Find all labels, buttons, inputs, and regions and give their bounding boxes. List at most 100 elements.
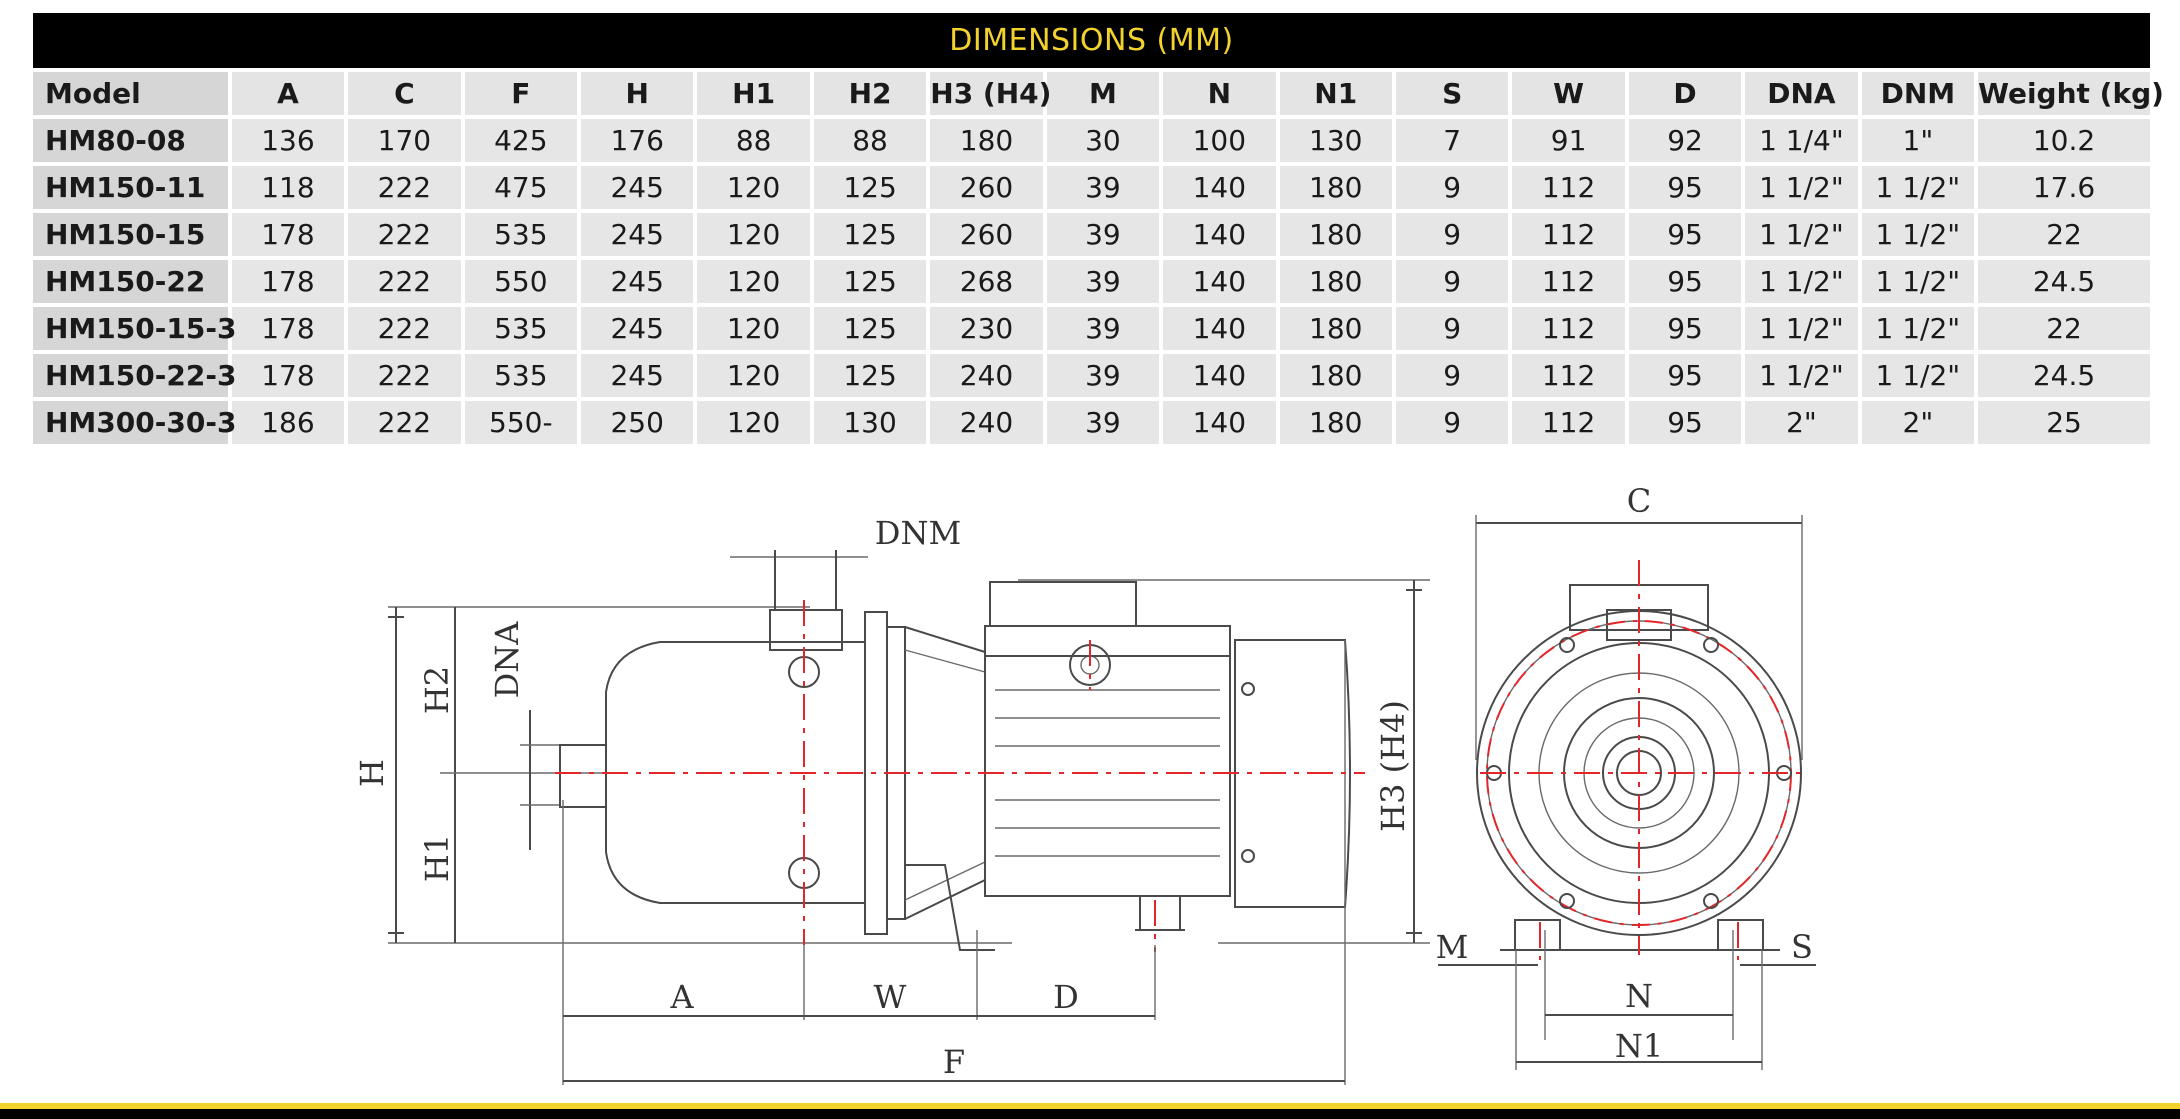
value-cell: 120 bbox=[697, 401, 810, 444]
value-cell: 39 bbox=[1046, 213, 1160, 256]
label-s: S bbox=[1791, 928, 1813, 966]
value-cell: 39 bbox=[1046, 166, 1160, 209]
label-f: F bbox=[943, 1043, 965, 1081]
value-cell: 39 bbox=[1046, 260, 1160, 303]
value-cell: 9 bbox=[1395, 213, 1509, 256]
value-cell: 180 bbox=[1279, 307, 1392, 350]
column-header: Weight (kg) bbox=[1978, 72, 2164, 115]
value-cell: 260 bbox=[930, 213, 1043, 256]
value-cell: 25 bbox=[1978, 401, 2150, 444]
label-c: C bbox=[1627, 482, 1651, 520]
value-cell: 180 bbox=[1279, 354, 1392, 397]
value-cell: 17.6 bbox=[1978, 166, 2150, 209]
value-cell: 268 bbox=[930, 260, 1043, 303]
value-cell: 1 1/2" bbox=[1745, 166, 1858, 209]
value-cell: 24.5 bbox=[1978, 260, 2150, 303]
value-cell: 7 bbox=[1395, 119, 1509, 162]
value-cell: 222 bbox=[348, 307, 461, 350]
value-cell: 2" bbox=[1861, 401, 1975, 444]
value-cell: 120 bbox=[697, 260, 810, 303]
front-view: C M S N N1 bbox=[1436, 482, 1816, 1070]
value-cell: 1" bbox=[1861, 119, 1975, 162]
value-cell: 95 bbox=[1628, 166, 1742, 209]
value-cell: 475 bbox=[464, 166, 577, 209]
label-h: H bbox=[353, 759, 391, 787]
value-cell: 170 bbox=[348, 119, 461, 162]
value-cell: 24.5 bbox=[1978, 354, 2150, 397]
value-cell: 22 bbox=[1978, 307, 2150, 350]
model-cell: HM150-15 bbox=[33, 213, 228, 256]
value-cell: 30 bbox=[1046, 119, 1160, 162]
value-cell: 1 1/2" bbox=[1745, 213, 1858, 256]
value-cell: 178 bbox=[231, 260, 345, 303]
value-cell: 100 bbox=[1163, 119, 1276, 162]
value-cell: 140 bbox=[1163, 166, 1276, 209]
value-cell: 95 bbox=[1628, 307, 1742, 350]
value-cell: 176 bbox=[581, 119, 694, 162]
column-header: C bbox=[348, 72, 461, 115]
value-cell: 1 1/2" bbox=[1745, 260, 1858, 303]
column-header: A bbox=[231, 72, 345, 115]
table-title: DIMENSIONS (MM) bbox=[33, 13, 2150, 68]
value-cell: 550 bbox=[464, 260, 577, 303]
value-cell: 230 bbox=[930, 307, 1043, 350]
value-cell: 95 bbox=[1628, 213, 1742, 256]
value-cell: 10.2 bbox=[1978, 119, 2150, 162]
column-header: DNA bbox=[1745, 72, 1858, 115]
value-cell: 180 bbox=[1279, 166, 1392, 209]
model-cell: HM150-22 bbox=[33, 260, 228, 303]
value-cell: 120 bbox=[697, 354, 810, 397]
value-cell: 136 bbox=[231, 119, 345, 162]
value-cell: 1 1/2" bbox=[1861, 354, 1975, 397]
value-cell: 112 bbox=[1512, 307, 1625, 350]
value-cell: 245 bbox=[581, 166, 694, 209]
value-cell: 125 bbox=[813, 213, 927, 256]
column-header: N bbox=[1163, 72, 1276, 115]
value-cell: 535 bbox=[464, 354, 577, 397]
model-cell: HM300-30-3 bbox=[33, 401, 236, 444]
column-header: H3 (H4) bbox=[930, 72, 1051, 115]
label-n: N bbox=[1625, 977, 1653, 1015]
column-header: H2 bbox=[813, 72, 927, 115]
value-cell: 22 bbox=[1978, 213, 2150, 256]
model-cell: HM150-15-3 bbox=[33, 307, 236, 350]
value-cell: 222 bbox=[348, 213, 461, 256]
value-cell: 88 bbox=[697, 119, 810, 162]
column-header: W bbox=[1512, 72, 1625, 115]
value-cell: 240 bbox=[930, 354, 1043, 397]
label-n1: N1 bbox=[1615, 1027, 1663, 1065]
model-cell: HM150-22-3 bbox=[33, 354, 236, 397]
value-cell: 118 bbox=[231, 166, 345, 209]
value-cell: 180 bbox=[930, 119, 1043, 162]
side-view: DNM DNA H H2 H1 H3 (H4) A W D F bbox=[353, 514, 1430, 1085]
label-dna: DNA bbox=[488, 621, 526, 699]
value-cell: 125 bbox=[813, 260, 927, 303]
value-cell: 535 bbox=[464, 213, 577, 256]
value-cell: 9 bbox=[1395, 260, 1509, 303]
value-cell: 178 bbox=[231, 354, 345, 397]
value-cell: 9 bbox=[1395, 307, 1509, 350]
value-cell: 1 1/2" bbox=[1861, 260, 1975, 303]
value-cell: 112 bbox=[1512, 213, 1625, 256]
value-cell: 180 bbox=[1279, 260, 1392, 303]
value-cell: 140 bbox=[1163, 213, 1276, 256]
label-w: W bbox=[874, 978, 907, 1016]
model-cell: HM80-08 bbox=[33, 119, 228, 162]
value-cell: 91 bbox=[1512, 119, 1625, 162]
value-cell: 125 bbox=[813, 307, 927, 350]
value-cell: 222 bbox=[348, 401, 461, 444]
label-dnm: DNM bbox=[875, 514, 961, 552]
label-d: D bbox=[1053, 978, 1079, 1016]
value-cell: 112 bbox=[1512, 260, 1625, 303]
value-cell: 2" bbox=[1745, 401, 1858, 444]
value-cell: 130 bbox=[1279, 119, 1392, 162]
value-cell: 130 bbox=[813, 401, 927, 444]
value-cell: 88 bbox=[813, 119, 927, 162]
